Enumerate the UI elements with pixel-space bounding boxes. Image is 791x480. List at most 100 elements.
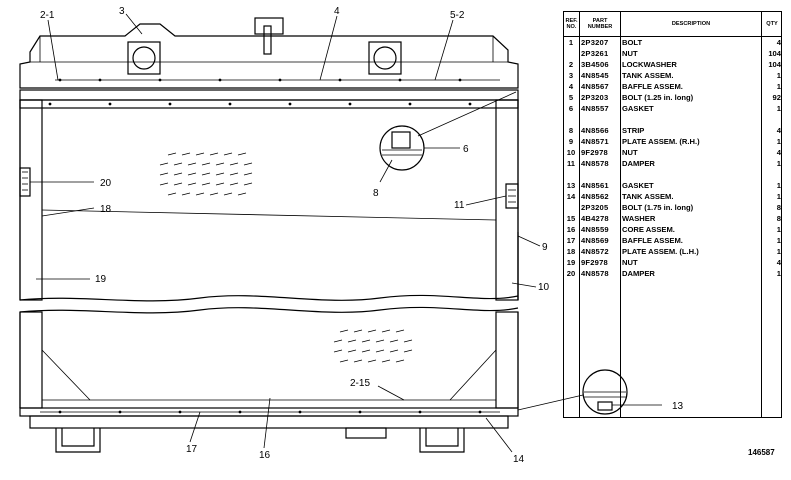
callout-19: 19 <box>95 274 107 285</box>
part-number-cell: 9F2978 <box>581 258 608 267</box>
qty-cell: 1 <box>776 82 781 91</box>
qty-cell: 1 <box>776 137 781 146</box>
qty-cell: 4 <box>776 38 781 47</box>
part-number-cell: 4N8559 <box>581 225 609 234</box>
part-number-cell <box>581 170 621 180</box>
ref-cell: 16 <box>566 225 576 234</box>
description-cell: NUT <box>622 49 638 58</box>
part-number-cell <box>581 115 621 125</box>
ref-cell: 17 <box>566 236 576 245</box>
description-cell <box>622 170 760 180</box>
column-divider <box>620 12 621 417</box>
part-number-cell: 2P3205 <box>581 203 609 212</box>
ref-cell: 18 <box>566 247 576 256</box>
description-cell: BOLT <box>622 38 643 47</box>
qty-cell: 1 <box>776 247 781 256</box>
part-number-cell: 2P3261 <box>581 49 609 58</box>
leader-lines <box>30 13 541 453</box>
qty-cell: 8 <box>776 203 781 212</box>
description-cell: WASHER <box>622 214 656 223</box>
callout-9: 9 <box>542 242 548 253</box>
callout-5-2: 5-2 <box>450 10 465 21</box>
description-cell: TANK ASSEM. <box>622 71 674 80</box>
detail-circle-top <box>379 91 517 171</box>
part-number-cell: 4N8578 <box>581 269 609 278</box>
qty-cell: 1 <box>776 181 781 190</box>
qty-cell: 4 <box>776 126 781 135</box>
damper-right <box>505 183 519 209</box>
callout-8: 8 <box>373 188 379 199</box>
description-cell <box>622 115 760 125</box>
qty-cell: 1 <box>776 71 781 80</box>
description-cell: DAMPER <box>622 159 655 168</box>
ref-cell: 6 <box>568 104 574 113</box>
part-number-cell: 4B4278 <box>581 214 609 223</box>
ref-cell: 2 <box>568 60 574 69</box>
figure-id: 146587 <box>748 448 775 457</box>
callout-4: 4 <box>334 6 340 17</box>
ref-cell: 3 <box>568 71 574 80</box>
ref-cell <box>564 115 578 125</box>
part-number-cell: 9F2978 <box>581 148 608 157</box>
table-row: 18 4N8572 PLATE ASSEM. (L.H.) 1 <box>564 247 781 257</box>
break-lines <box>19 294 519 314</box>
qty-cell: 1 <box>776 192 781 201</box>
table-row <box>564 170 781 180</box>
callout-14: 14 <box>513 454 525 465</box>
description-cell: TANK ASSEM. <box>622 192 674 201</box>
callout-17: 17 <box>186 444 198 455</box>
qty-cell <box>762 115 781 125</box>
callout-20: 20 <box>100 178 112 189</box>
lower-core-frame <box>19 311 519 409</box>
top-tank <box>19 17 519 89</box>
header-part-number: PART NUMBER <box>587 18 613 30</box>
qty-cell: 1 <box>776 269 781 278</box>
qty-cell: 4 <box>776 148 781 157</box>
description-cell: LOCKWASHER <box>622 60 677 69</box>
table-row <box>564 115 781 125</box>
part-number-cell: 4N8567 <box>581 82 609 91</box>
description-cell: PLATE ASSEM. (L.H.) <box>622 247 699 256</box>
ref-cell: 1 <box>568 38 574 47</box>
ref-cell: 13 <box>566 181 576 190</box>
description-cell: NUT <box>622 148 638 157</box>
callout-13: 13 <box>672 401 684 412</box>
part-number-cell: 4N8571 <box>581 137 609 146</box>
description-cell: GASKET <box>622 181 654 190</box>
part-number-cell: 4N8545 <box>581 71 609 80</box>
callout-2-1: 2-1 <box>40 10 55 21</box>
part-number-cell: 4N8572 <box>581 247 609 256</box>
qty-cell: 104 <box>768 49 781 58</box>
bolts <box>48 78 482 414</box>
qty-cell: 8 <box>776 214 781 223</box>
qty-cell: 1 <box>776 159 781 168</box>
description-cell: BOLT (1.75 in. long) <box>622 203 694 212</box>
ref-cell: 14 <box>566 192 576 201</box>
callout-2-15: 2-15 <box>350 378 370 389</box>
callout-10: 10 <box>538 282 550 293</box>
part-number-cell: 4N8566 <box>581 126 609 135</box>
part-number-cell: 4N8569 <box>581 236 609 245</box>
callout-11: 11 <box>454 200 465 211</box>
table-row: 2P3261 NUT 104 <box>564 49 781 59</box>
callout-18: 18 <box>100 204 112 215</box>
ref-cell: 20 <box>566 269 576 278</box>
qty-cell: 104 <box>768 60 781 69</box>
lower-core-louvers <box>333 329 413 363</box>
qty-cell: 1 <box>776 225 781 234</box>
table-row: 2P3205 BOLT (1.75 in. long) 8 <box>564 203 781 213</box>
ref-cell: 19 <box>566 258 576 267</box>
ref-cell <box>564 203 578 213</box>
callout-3: 3 <box>119 6 125 17</box>
